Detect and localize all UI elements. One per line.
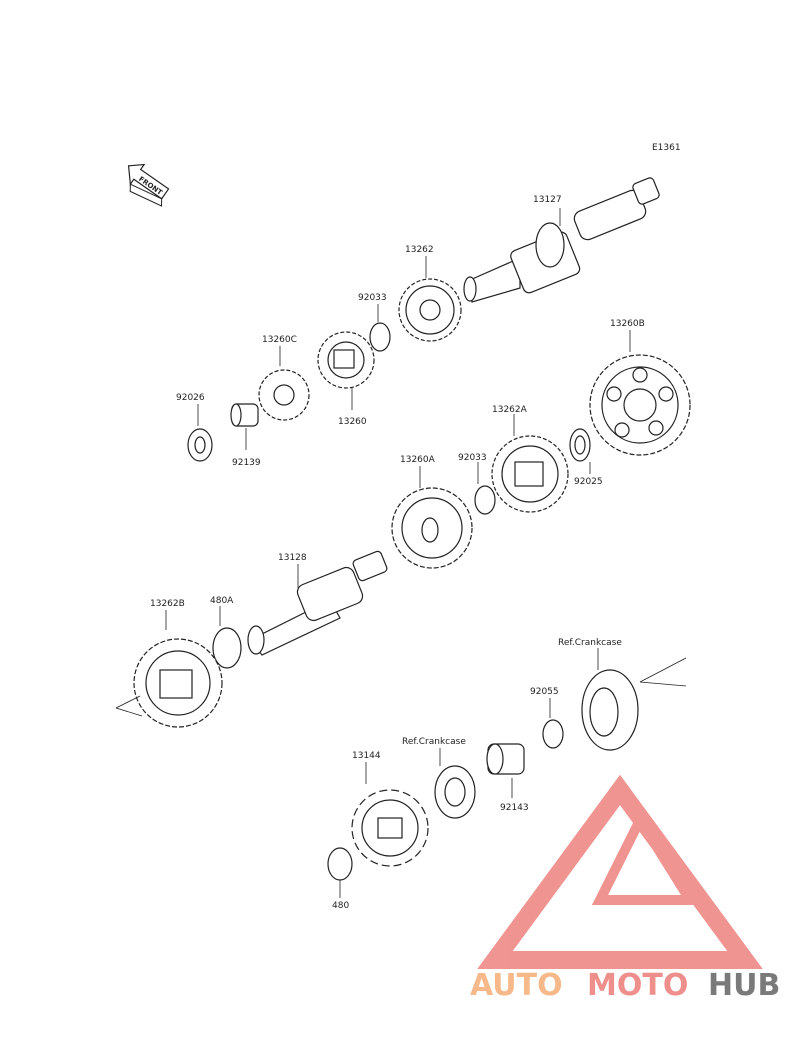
- label-13262B: 13262B: [150, 599, 185, 609]
- label-92026: 92026: [176, 393, 205, 403]
- watermark-hub: HUB: [708, 968, 780, 1003]
- bushing-92139: [230, 403, 259, 450]
- gear-13262B: [115, 610, 223, 728]
- sprocket-13144: [351, 762, 429, 867]
- gear-13260C: [258, 346, 310, 421]
- front-arrow-icon: FRONT: [127, 163, 170, 207]
- collar-92143: [486, 743, 525, 798]
- label-92143: 92143: [500, 803, 529, 813]
- label-92139: 92139: [232, 458, 261, 468]
- label-13260A: 13260A: [400, 455, 436, 465]
- gear-13262: [398, 256, 462, 342]
- gear-13262A: [491, 414, 569, 513]
- circlip-480: [327, 847, 353, 898]
- circlip-92033-b: [474, 462, 496, 515]
- seal-crankcase-2: [434, 748, 476, 819]
- label-13262A: 13262A: [492, 405, 528, 415]
- label-480: 480: [332, 901, 349, 911]
- label-13260C: 13260C: [262, 335, 297, 345]
- circlip-480A: [212, 606, 242, 669]
- washer-92025: [569, 428, 591, 474]
- label-13260B: 13260B: [610, 319, 645, 329]
- circlip-92055: [542, 698, 564, 749]
- gear-13260B: [589, 330, 691, 456]
- label-480A: 480A: [210, 596, 234, 606]
- label-ref-crankcase-2: Ref.Crankcase: [402, 737, 466, 747]
- bearing-crankcase-1: [581, 648, 687, 751]
- gear-13260A: [391, 466, 473, 569]
- washer-92026: [187, 404, 213, 462]
- label-13144: 13144: [352, 751, 381, 761]
- label-92033-b: 92033: [458, 453, 487, 463]
- label-13127: 13127: [533, 195, 562, 205]
- shaft-13127: [463, 177, 660, 303]
- watermark-auto: AUTO: [470, 968, 563, 1003]
- label-13262: 13262: [405, 245, 434, 255]
- label-13128: 13128: [278, 553, 307, 563]
- gear-13260: [317, 331, 375, 410]
- label-92033-a: 92033: [358, 293, 387, 303]
- label-ref-crankcase-1: Ref.Crankcase: [558, 638, 622, 648]
- watermark-logo-icon: [477, 774, 763, 969]
- label-92025: 92025: [574, 477, 603, 487]
- label-92055: 92055: [530, 687, 559, 697]
- circlip-92033-a: [369, 304, 391, 352]
- shaft-13128: [247, 550, 388, 656]
- diagram-code: E1361: [652, 143, 681, 153]
- watermark-moto: MOTO: [587, 968, 688, 1003]
- label-13260: 13260: [338, 417, 367, 427]
